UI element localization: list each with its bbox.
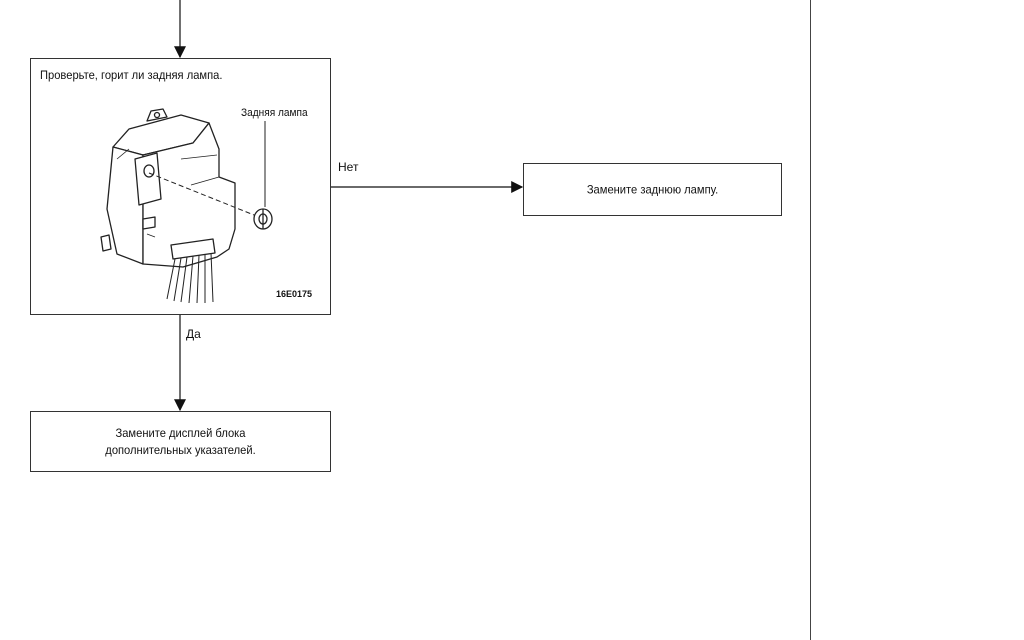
replace-tail-lamp-box: Замените заднюю лампу. <box>523 163 782 216</box>
replace-display-line-2: дополнительных указателей. <box>105 442 256 457</box>
replace-tail-lamp-text: Замените заднюю лампу. <box>586 182 719 196</box>
replace-display-line-1: Замените дисплей блока <box>115 425 246 440</box>
tail-lamp-callout-label: Задняя лампа <box>241 107 308 119</box>
figure-code: 16E0175 <box>276 289 313 299</box>
check-question: Проверьте, горит ли задняя лампа. <box>40 68 223 82</box>
yes-branch-label: Да <box>186 327 201 341</box>
instrument-module-illustration <box>100 108 273 304</box>
replace-display-text: Замените дисплей блока дополнительных ук… <box>41 425 319 459</box>
replace-display-box: Замените дисплей блока дополнительных ук… <box>30 411 331 472</box>
check-tail-lamp-box: Проверьте, горит ли задняя лампа. <box>30 58 331 315</box>
page-column-divider <box>810 0 811 640</box>
no-branch-label: Нет <box>338 160 359 174</box>
tail-lamp-bulb-icon <box>253 208 273 230</box>
